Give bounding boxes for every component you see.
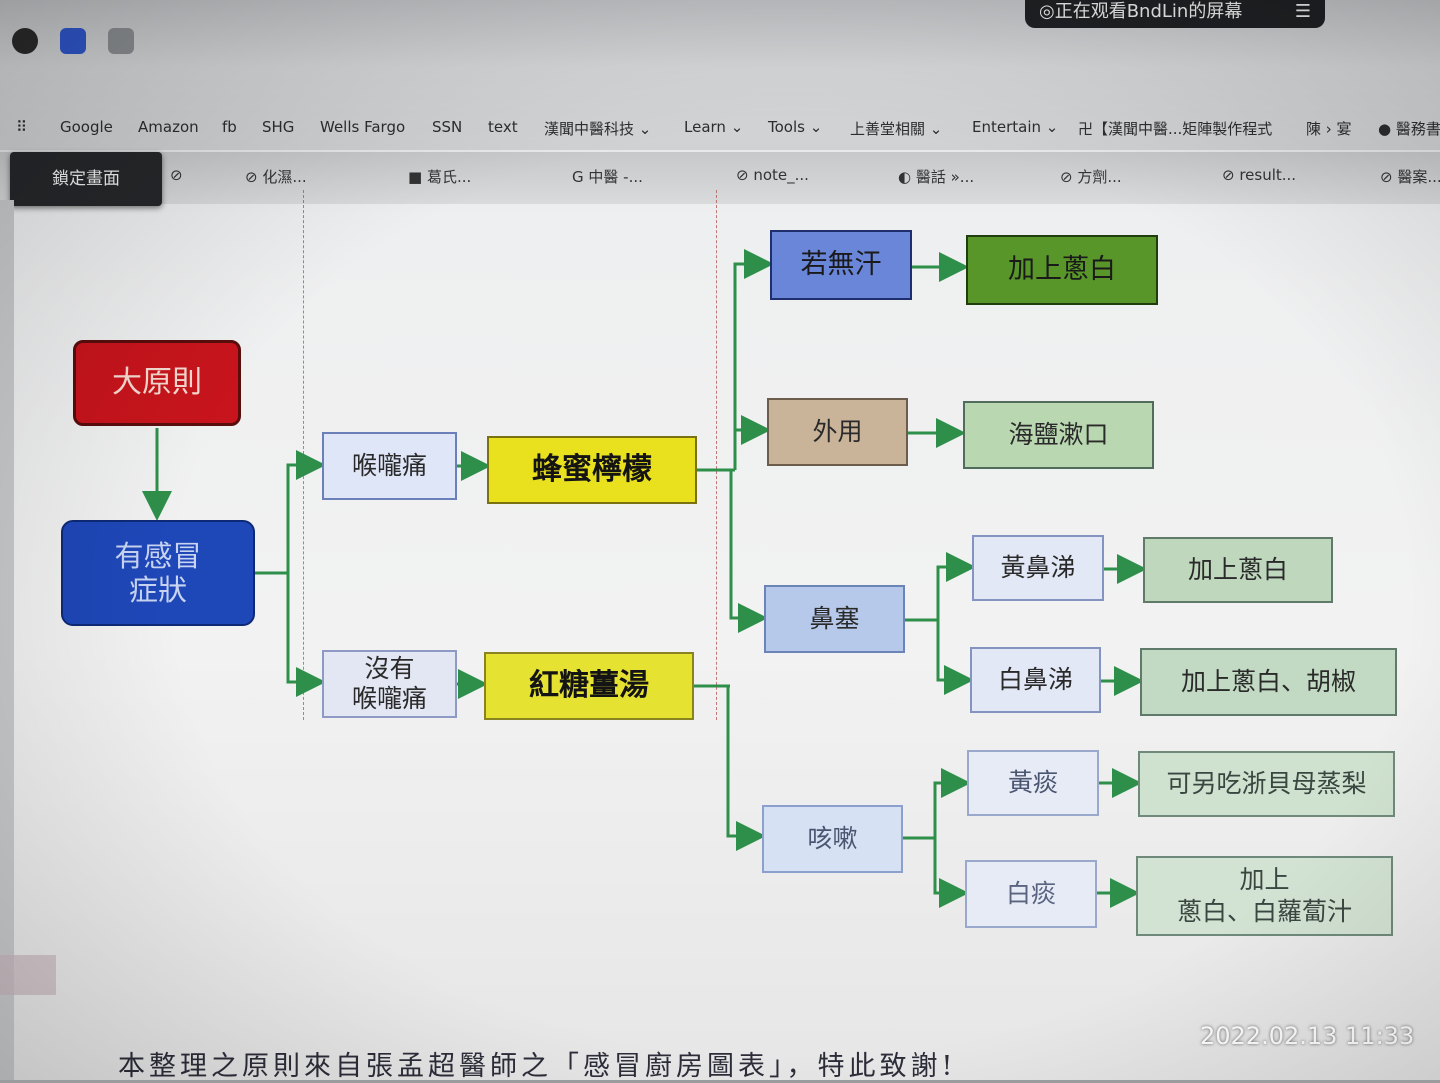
browser-tab[interactable]: G 中醫 -... [572,168,643,186]
node-external-use: 外用 [767,398,908,466]
bookmark-item[interactable]: SSN [432,118,463,136]
bookmark-item[interactable]: Entertain ⌄ [972,118,1059,136]
node-white-phlegm: 白痰 [965,860,1097,928]
connector-cough-branch-2 [933,838,969,908]
source-caption: 本整理之原則來自張孟超醫師之「感冒廚房圖表」，特此致謝! [118,1051,957,1082]
app-icon-dark[interactable] [12,28,38,54]
bookmark-item[interactable]: Google [60,118,113,136]
bookmark-item[interactable]: 漢聞中醫科技 ⌄ [544,120,652,138]
apps-grid-icon[interactable]: ⠿ [16,118,27,136]
browser-chrome: ◎正在观看BndLin的屏幕 ☰ ⠿ Google Amazon fb SHG Well… [0,0,1440,150]
left-edge [0,200,14,1080]
node-brown-sugar-ginger: 紅糖薑湯 [484,652,694,720]
bookmark-item[interactable]: Wells Fargo [320,118,406,136]
guide-line-right [716,190,717,720]
bookmark-item[interactable]: text [488,118,518,136]
node-yellow-phlegm: 黃痰 [967,750,1099,816]
connector-trunk-to-nosweat [733,249,774,470]
bookmark-item[interactable]: 上善堂相關 ⌄ [850,120,943,138]
bookmark-item[interactable]: Tools ⌄ [768,118,823,136]
bookmark-item[interactable]: SHG [262,118,295,136]
browser-tab[interactable]: ⊘ [170,166,183,184]
connector-nasal-branch [905,552,976,622]
connector-symptoms-branch [255,450,326,575]
bookmark-item[interactable]: ● 醫務書 [1378,120,1440,138]
node-add-scallion-pepper: 加上蔥白、胡椒 [1140,648,1397,716]
browser-tab[interactable]: ⊘ 化濕... [245,168,307,186]
photo-timestamp: 2022.02.13 11:33 [1200,1022,1415,1050]
bookmark-item[interactable]: Amazon [138,118,199,136]
node-fritillaria-pear: 可另吃浙貝母蒸梨 [1138,751,1395,817]
bookmarks-bar: ⠿ Google Amazon fb SHG Wells Fargo SSN text 漢聞中… [0,112,1440,148]
node-add-scallion-2: 加上蔥白 [1143,537,1333,603]
browser-tab[interactable]: ⊘ 方劑... [1060,168,1122,186]
browser-tab[interactable]: ■ 葛氏... [408,168,472,186]
node-principle: 大原則 [73,340,241,426]
node-cold-symptoms: 有感冒 症狀 [61,520,255,626]
node-sore-throat: 喉嚨痛 [322,432,457,500]
browser-tab[interactable]: ⊘ 醫案... [1380,168,1440,186]
node-white-mucus: 白鼻涕 [970,647,1101,713]
signal-icon[interactable] [108,28,134,54]
bookmark-item[interactable]: fb [222,118,237,136]
edge-mark [0,955,56,995]
node-no-sweat: 若無汗 [770,230,912,300]
screen-share-notification: ◎正在观看BndLin的屏幕 ☰ [1025,0,1325,28]
tab-strip: ⊘ ⊘ 化濕... ■ 葛氏... G 中醫 -... ⊘ note_... ◐ 醫話 »… [0,152,1440,204]
connector-symptoms-branch-2 [286,573,326,697]
node-add-scallion-1: 加上蔥白 [966,235,1158,305]
node-honey-lemon: 蜂蜜檸檬 [487,436,697,504]
lock-screen-button[interactable]: 鎖定畫面 [10,152,162,206]
node-no-sore-throat: 沒有 喉嚨痛 [322,650,457,718]
connector-cough-branch [903,768,971,840]
browser-tab[interactable]: ⊘ result... [1222,166,1297,184]
bookmark-item[interactable]: 陳 › 宴 [1306,120,1352,138]
shield-icon[interactable] [60,28,86,54]
bookmark-item[interactable]: Learn ⌄ [684,118,744,136]
notification-text: ◎正在观看BndLin的屏幕 [1039,1,1243,22]
connector-trunk-to-nasal [729,470,768,633]
node-salt-gargle: 海鹽漱口 [963,401,1154,469]
connector-nasal-branch-2 [936,620,974,695]
node-cough: 咳嗽 [762,805,903,873]
connector-trunk-to-cough [726,686,766,851]
browser-tab[interactable]: ⊘ note_... [736,166,809,184]
browser-tab[interactable]: ◐ 醫話 »... [898,168,975,186]
node-add-scallion-radish: 加上 蔥白、白蘿蔔汁 [1136,856,1393,936]
node-nasal-congestion: 鼻塞 [764,585,905,653]
hamburger-icon[interactable]: ☰ [1294,1,1311,22]
bookmark-item[interactable]: 卍【漢聞中醫...矩陣製作程式 [1078,120,1273,138]
node-yellow-mucus: 黃鼻涕 [972,535,1104,601]
